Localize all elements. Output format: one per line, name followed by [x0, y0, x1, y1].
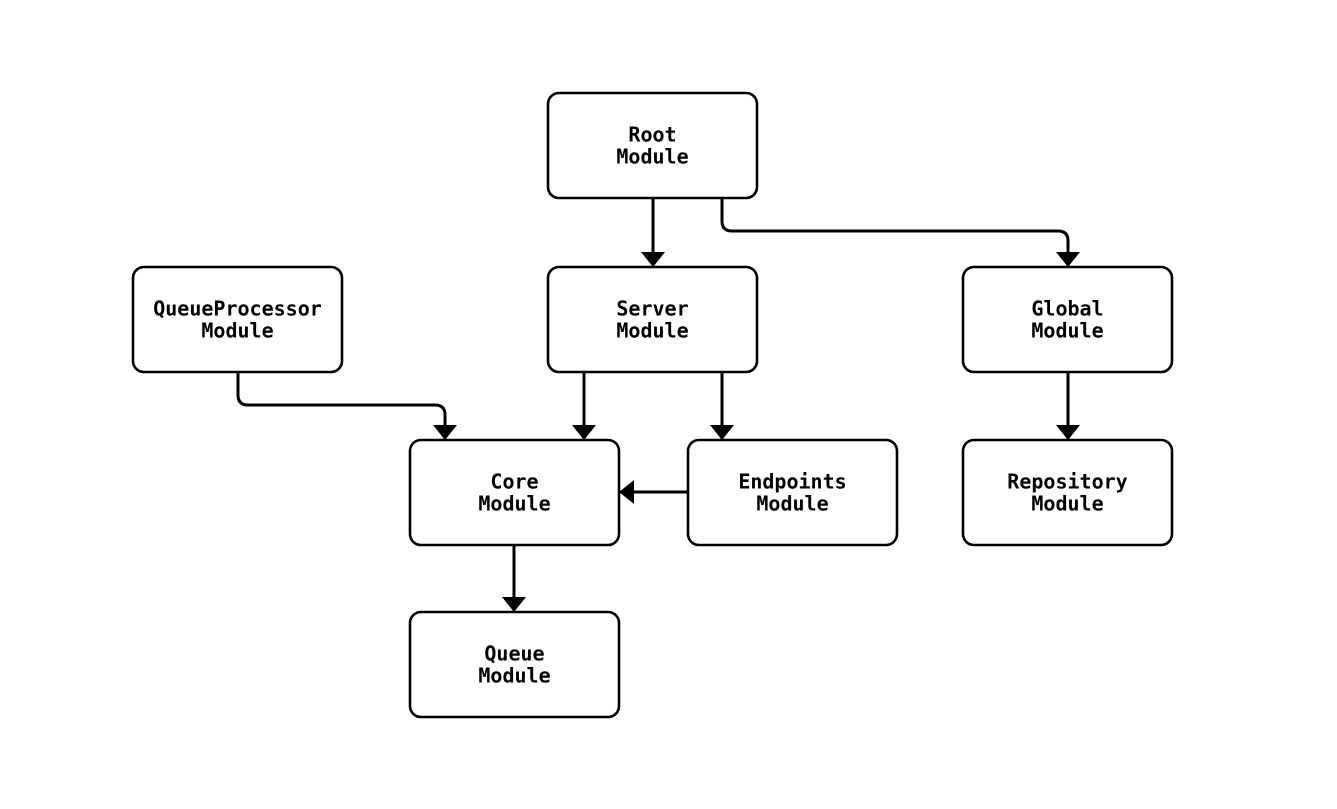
node-box-root — [546, 91, 759, 200]
edge-queueprocessor-to-core — [236, 372, 457, 440]
node-box-repository — [961, 438, 1174, 547]
node-box-global — [961, 265, 1174, 374]
node-box-core — [408, 438, 621, 547]
edge-root-to-global — [720, 198, 1080, 267]
node-box-queueprocessor — [131, 265, 344, 374]
node-box-queue — [408, 610, 621, 719]
node-box-server — [546, 265, 759, 374]
node-box-endpoints — [686, 438, 899, 547]
